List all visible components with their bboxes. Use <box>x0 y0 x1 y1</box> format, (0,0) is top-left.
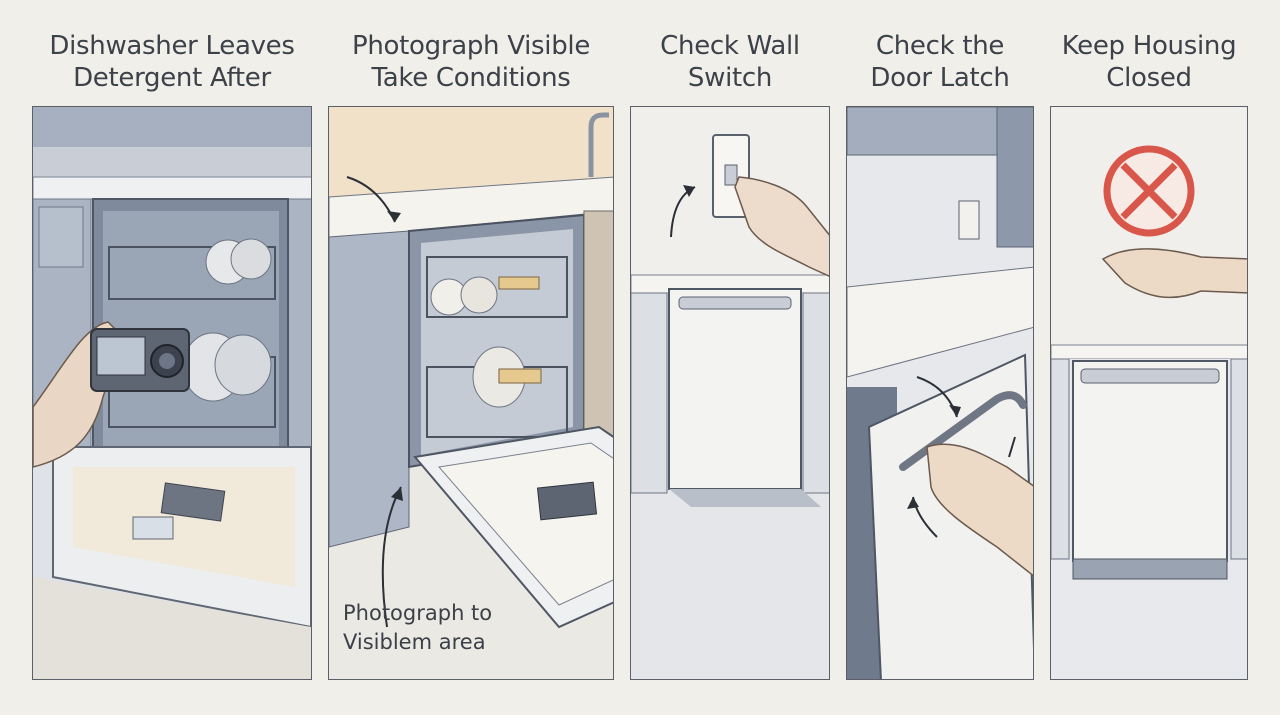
wall-switch-scene <box>631 107 829 679</box>
panel-3-wall-switch-illustration <box>630 106 830 680</box>
callout-photograph-area: Photograph to Visiblem area <box>343 601 493 654</box>
panel-4-door-latch-illustration <box>846 106 1034 680</box>
door-latch-scene <box>847 107 1033 679</box>
prohibition-icon <box>1103 145 1195 237</box>
panel-1-dishwasher-illustration <box>32 106 312 680</box>
dishwasher-open-scene <box>33 107 311 679</box>
panel-2-title: Photograph Visible Take Conditions <box>351 31 591 93</box>
panel-1-title: Dishwasher Leaves Detergent After <box>49 31 295 93</box>
panel-5-keep-closed-illustration <box>1050 106 1248 680</box>
panel-4-title: Check the Door Latch <box>870 31 1010 93</box>
panel-5-title: Keep Housing Closed <box>1061 31 1237 93</box>
panel-2-photograph-illustration: Photograph to Visiblem area <box>328 106 614 680</box>
dishwasher-angled-scene <box>329 107 613 679</box>
keep-closed-scene <box>1051 107 1247 679</box>
panel-3-title: Check Wall Switch <box>660 31 800 93</box>
